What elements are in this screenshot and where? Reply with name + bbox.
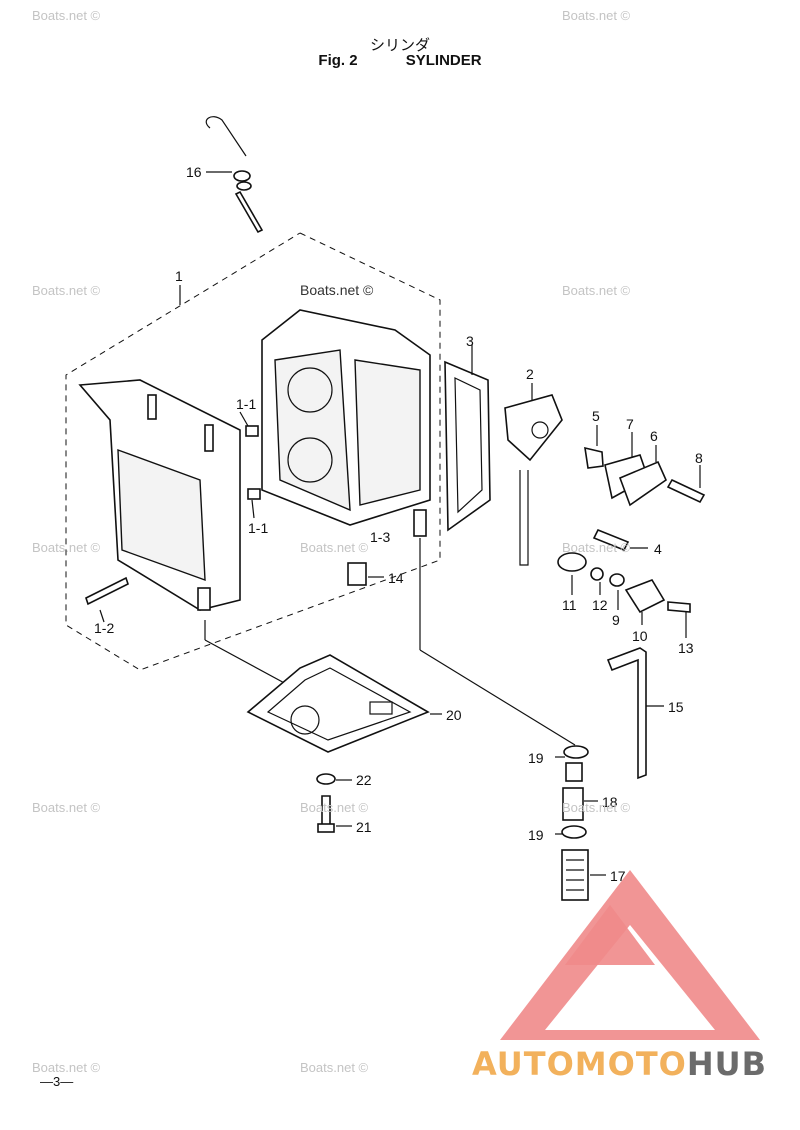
clip-19-top (563, 745, 589, 759)
pin-1-3 (413, 509, 427, 537)
callout-2: 2 (526, 366, 534, 382)
watermark: Boats.net © (300, 282, 374, 298)
callout-16: 16 (186, 164, 202, 180)
cylinder-block-part (78, 309, 431, 611)
callout-7: 7 (626, 416, 634, 432)
dowel-pin-b (247, 488, 261, 500)
callout-1: 1 (175, 268, 183, 284)
watermark: Boats.net © (32, 283, 101, 298)
washer-22 (316, 773, 336, 785)
figure-title: Fig. 2 SYLINDER (0, 52, 800, 69)
callout-21: 21 (356, 819, 372, 835)
watermark: Boats.net © (562, 8, 631, 23)
bolt-8 (666, 478, 706, 504)
title-japanese: シリンダ (369, 37, 430, 54)
dowel-pin-a (245, 425, 259, 437)
callout-18: 18 (602, 794, 618, 810)
gasket-11 (557, 552, 587, 572)
callout-11: 11 (562, 597, 577, 613)
fitting-top (565, 762, 583, 782)
watermark: Boats.net © (562, 283, 631, 298)
logo-wordmark: AUTOMOTOHUB (472, 1045, 767, 1083)
watermark: Boats.net © (32, 8, 101, 23)
base-gasket-20 (246, 654, 430, 753)
plug-14 (347, 562, 367, 586)
gasket-3 (444, 360, 491, 532)
callout-14: 14 (388, 570, 404, 586)
callout-4: 4 (654, 541, 662, 557)
callout-1-1-top: 1-1 (236, 396, 257, 412)
watermark: Boats.net © (562, 540, 631, 555)
watermark: Boats.net © (562, 800, 631, 815)
callout-22: 22 (356, 772, 372, 788)
callout-6: 6 (650, 428, 658, 444)
hose-15 (606, 647, 647, 780)
callout-20: 20 (446, 707, 462, 723)
callout-19-bottom: 19 (528, 827, 544, 843)
callout-9: 9 (612, 612, 620, 628)
callout-17: 17 (610, 868, 626, 884)
ring-9 (609, 573, 625, 587)
callout-3: 3 (466, 333, 474, 349)
assembly-outline (65, 232, 441, 671)
bolt-4 (592, 528, 630, 552)
fig-label: Fig. 2 (318, 52, 358, 69)
logo-triangle-icon (500, 870, 760, 1040)
pipe-18 (562, 787, 584, 821)
callout-1-2: 1-2 (94, 620, 115, 636)
fitting-5 (584, 446, 604, 469)
cover-10 (624, 579, 666, 614)
callout-1-1-bottom: 1-1 (248, 520, 269, 536)
watermark: Boats.net © (32, 540, 101, 555)
callout-5: 5 (592, 408, 600, 424)
fuel-filter-17 (561, 849, 589, 901)
watermark: Boats.net © (300, 800, 369, 815)
page-number: —3— (40, 1074, 74, 1089)
watermark: Boats.net © (300, 1060, 369, 1075)
clip-19-bottom (561, 825, 587, 839)
dipstick-part (205, 116, 264, 234)
watermark: Boats.net © (32, 1060, 101, 1075)
callout-15: 15 (668, 699, 684, 715)
callout-19-top: 19 (528, 750, 544, 766)
logo-text-a: AUTOMOTO (472, 1045, 687, 1083)
bolt-1-2 (85, 576, 129, 606)
watermark: Boats.net © (32, 800, 101, 815)
callout-12: 12 (592, 597, 608, 613)
callout-8: 8 (695, 450, 703, 466)
callout-1-3: 1-3 (370, 529, 391, 545)
fig-title: SYLINDER (405, 52, 482, 69)
bolt-12 (590, 567, 604, 581)
callout-10: 10 (632, 628, 648, 644)
logo-text-b: HUB (686, 1045, 768, 1083)
watermark: Boats.net © (300, 540, 369, 555)
callout-13: 13 (678, 640, 694, 656)
plate-2 (504, 394, 563, 462)
bolt-13 (667, 601, 691, 613)
bracket-6 (618, 460, 667, 507)
